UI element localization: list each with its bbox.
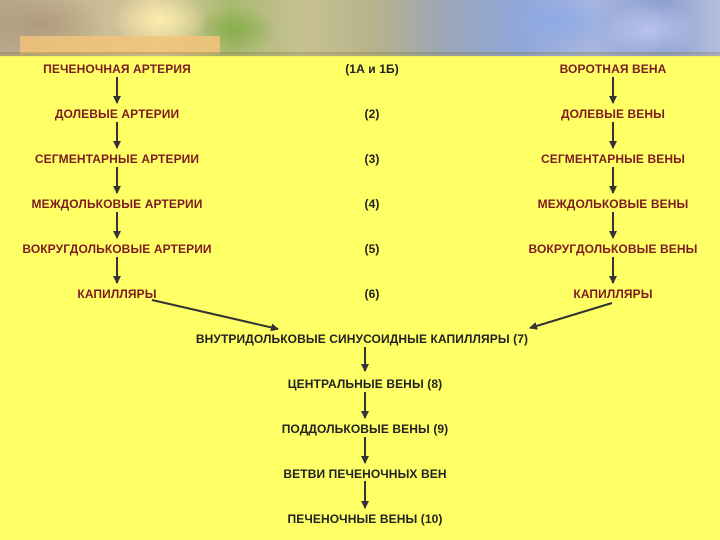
node-central-veins: ЦЕНТРАЛЬНЫЕ ВЕНЫ (8) xyxy=(288,377,442,391)
node-portal-vein: ВОРОТНАЯ ВЕНА xyxy=(560,62,667,76)
node-lobar-veins: ДОЛЕВЫЕ ВЕНЫ xyxy=(561,107,665,121)
level-number-3: (3) xyxy=(365,152,380,166)
node-hepatic-artery: ПЕЧЕНОЧНАЯ АРТЕРИЯ xyxy=(43,62,191,76)
node-interlobular-veins: МЕЖДОЛЬКОВЫЕ ВЕНЫ xyxy=(538,197,689,211)
node-segmental-veins: СЕГМЕНТАРНЫЕ ВЕНЫ xyxy=(541,152,685,166)
node-segmental-arteries: СЕГМЕНТАРНЫЕ АРТЕРИИ xyxy=(35,152,199,166)
level-number-4: (4) xyxy=(365,197,380,211)
arrow-venous-to-sinusoid xyxy=(530,303,612,328)
node-hepatic-veins: ПЕЧЕНОЧНЫЕ ВЕНЫ (10) xyxy=(287,512,442,526)
arrow-arterial-to-sinusoid xyxy=(152,300,278,329)
node-sinusoid-capillaries: ВНУТРИДОЛЬКОВЫЕ СИНУСОИДНЫЕ КАПИЛЛЯРЫ (7… xyxy=(196,332,528,346)
node-arterial-capillaries: КАПИЛЛЯРЫ xyxy=(77,287,156,301)
node-interlobular-arteries: МЕЖДОЛЬКОВЫЕ АРТЕРИИ xyxy=(32,197,203,211)
level-number-1: (1А и 1Б) xyxy=(345,62,399,76)
node-venous-capillaries: КАПИЛЛЯРЫ xyxy=(573,287,652,301)
level-number-5: (5) xyxy=(365,242,380,256)
node-hepatic-vein-branches: ВЕТВИ ПЕЧЕНОЧНЫХ ВЕН xyxy=(283,467,446,481)
node-perilobular-arteries: ВОКРУГДОЛЬКОВЫЕ АРТЕРИИ xyxy=(22,242,211,256)
level-number-6: (6) xyxy=(365,287,380,301)
node-perilobular-veins: ВОКРУГДОЛЬКОВЫЕ ВЕНЫ xyxy=(529,242,698,256)
level-number-2: (2) xyxy=(365,107,380,121)
node-sublobular-veins: ПОДДОЛЬКОВЫЕ ВЕНЫ (9) xyxy=(282,422,449,436)
node-lobar-arteries: ДОЛЕВЫЕ АРТЕРИИ xyxy=(55,107,179,121)
